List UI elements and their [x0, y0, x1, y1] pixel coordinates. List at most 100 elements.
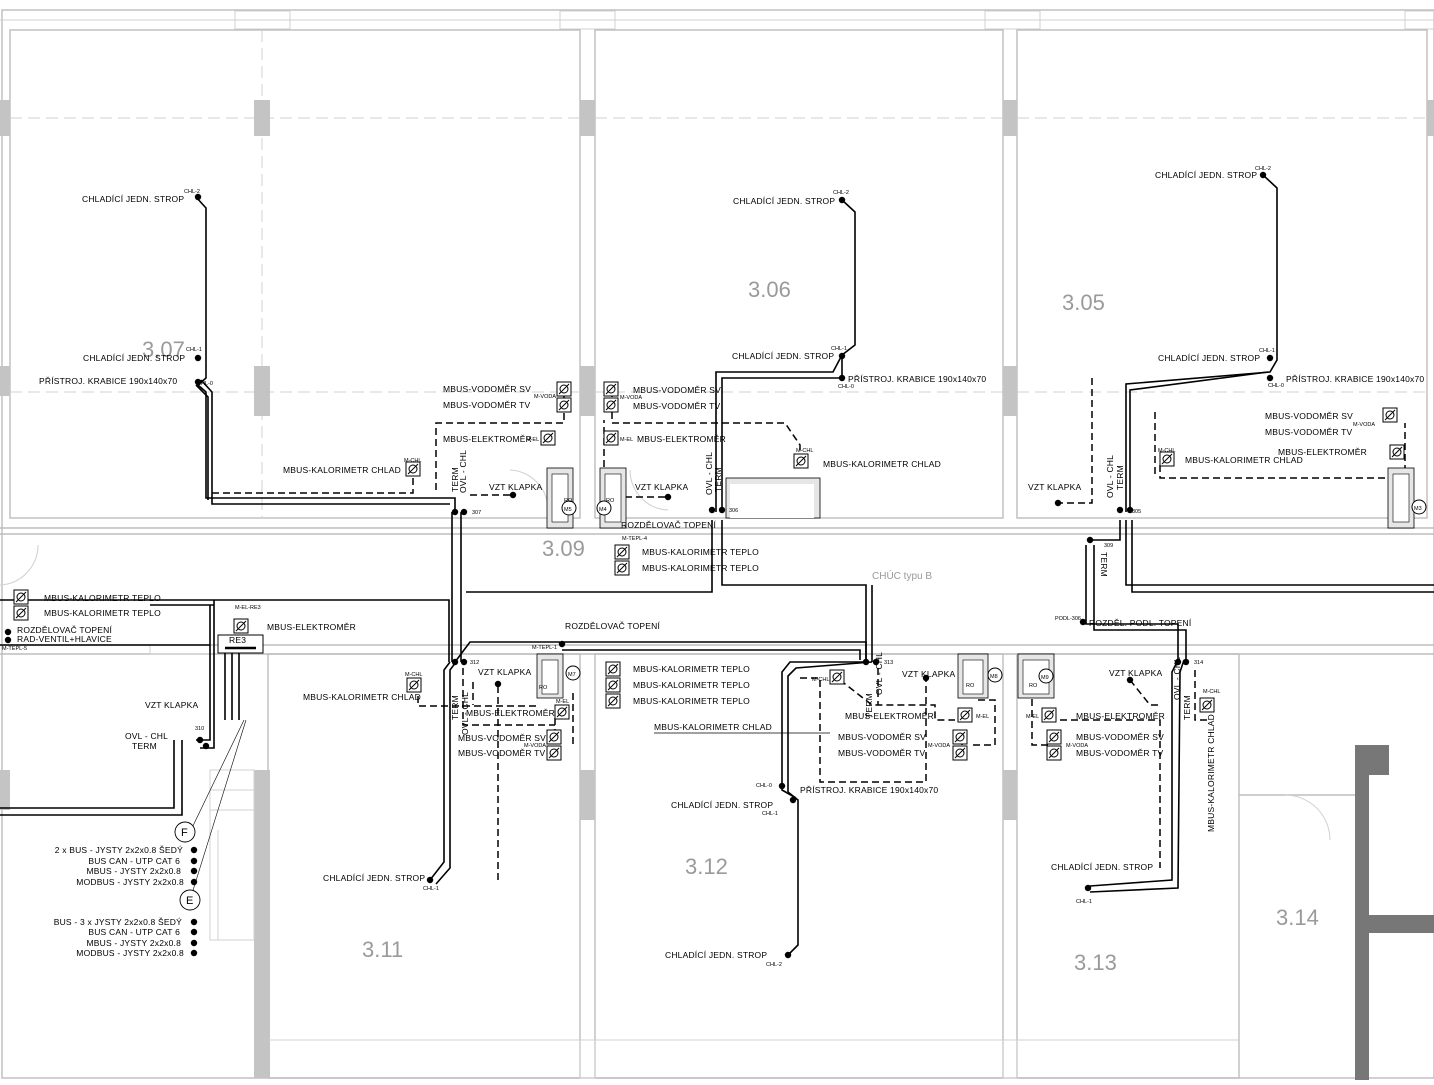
meter-m4: M4	[599, 507, 607, 513]
label-rad-valve: RAD-VENTIL+HLAVICE	[17, 634, 112, 644]
tag-podl306: PODL-306	[1055, 616, 1081, 622]
label-junction-box: PŘÍSTROJ. KRABICE 190x140x70	[800, 785, 938, 795]
meter-box-307	[405, 381, 572, 477]
label-term: TERM	[132, 741, 157, 751]
devices: M5 M4 M3 M7 M8 M9	[4, 171, 1427, 959]
label-ovl-chl: OVL - CHL	[458, 450, 468, 493]
node-313: 313	[884, 660, 893, 666]
label-junction-box: PŘÍSTROJ. KRABICE 190x140x70	[848, 374, 986, 384]
meter-m5: M5	[564, 507, 572, 513]
label-cal-cool: MBUS-KALORIMETR CHLAD	[283, 465, 401, 475]
tag-chl1: CHL-1	[1259, 348, 1275, 354]
tag-mvoda: M-VODA	[928, 743, 950, 749]
label-water-cold: MBUS-VODOMĚR SV	[458, 733, 546, 743]
room-3-11: 3.11	[362, 937, 403, 962]
label-cool-ceiling: CHLADÍCÍ JEDN. STROP	[323, 873, 425, 883]
tag-melre3: M-EL-RE3	[235, 605, 261, 611]
label-vzt: VZT KLAPKA	[489, 482, 542, 492]
tag-mvoda: M-VODA	[1066, 743, 1088, 749]
corridor-label: CHÚC typu B	[872, 569, 932, 582]
label-cool-ceiling: CHLADÍCÍ JEDN. STROP	[732, 351, 834, 361]
meter-box-305	[1159, 407, 1405, 467]
label-cool-ceiling: CHLADÍCÍ JEDN. STROP	[1051, 862, 1153, 872]
label-cal-heat: MBUS-KALORIMETR TEPLO	[44, 608, 161, 618]
room-3-13: 3.13	[1074, 950, 1117, 975]
label-cal-cool: MBUS-KALORIMETR CHLAD	[654, 722, 772, 732]
label-cal-heat: MBUS-KALORIMETR TEPLO	[642, 563, 759, 573]
tag-mchl: M-CHL	[1203, 689, 1220, 695]
label-cal-heat: MBUS-KALORIMETR TEPLO	[633, 696, 750, 706]
label-ovl-chl: OVL - CHL	[460, 692, 470, 735]
label-heat-distrib: ROZDĚLOVAČ TOPENÍ	[621, 520, 716, 530]
label-cool-ceiling: CHLADÍCÍ JEDN. STROP	[665, 950, 767, 960]
room-3-09: 3.09	[542, 536, 585, 561]
tag-mchl: M-CHL	[404, 458, 421, 464]
node-314: 314	[1194, 660, 1203, 666]
label-ovl-chl: OVL - CHL	[1172, 657, 1182, 700]
labels: CHLADÍCÍ JEDN. STROP CHLADÍCÍ JEDN. STRO…	[2, 166, 1424, 968]
label-cool-ceiling: CHLADÍCÍ JEDN. STROP	[671, 800, 773, 810]
label-electricity: MBUS-ELEKTROMĚR	[443, 434, 532, 444]
label-ro: RO	[539, 685, 548, 691]
room-3-14: 3.14	[1276, 905, 1319, 930]
label-vzt: VZT KLAPKA	[478, 667, 531, 677]
legend-e-line: MODBUS - JYSTY 2x2x0.8	[76, 948, 184, 958]
label-ovl-chl: OVL - CHL	[125, 731, 168, 741]
label-vzt: VZT KLAPKA	[145, 700, 198, 710]
label-cool-ceiling: CHLADÍCÍ JEDN. STROP	[83, 353, 185, 363]
label-cal-cool: MBUS-KALORIMETR CHLAD	[1206, 714, 1216, 832]
label-cal-cool: MBUS-KALORIMETR CHLAD	[1185, 455, 1303, 465]
label-ro: RO	[1029, 683, 1038, 689]
label-water-cold: MBUS-VODOMĚR SV	[1265, 411, 1353, 421]
tag-mvoda: M-VODA	[1353, 422, 1375, 428]
tag-chl0: CHL-0	[197, 381, 213, 387]
label-vzt: VZT KLAPKA	[1028, 482, 1081, 492]
label-floor-distrib: ROZDĚL. PODL. TOPENÍ	[1089, 618, 1192, 628]
meter-m3: M3	[1414, 506, 1422, 512]
label-ovl-chl: OVL - CHL	[704, 452, 714, 495]
tag-mel: M-EL	[620, 437, 633, 443]
room-numbers: 3.07 3.06 3.05 3.09 3.11 3.12 3.13 3.14 …	[142, 277, 1319, 975]
label-electricity: MBUS-ELEKTROMĚR	[466, 708, 555, 718]
legend-e-line: MBUS - JYSTY 2x2x0.8	[86, 938, 181, 948]
label-heat-distrib: ROZDĚLOVAČ TOPENÍ	[17, 625, 112, 635]
label-water-hot: MBUS-VODOMĚR TV	[458, 748, 546, 758]
legend-f-line: 2 x BUS - JYSTY 2x2x0.8 ŠEDÝ	[55, 845, 183, 855]
room-3-06: 3.06	[748, 277, 791, 302]
label-heat-distrib: ROZDĚLOVAČ TOPENÍ	[565, 621, 660, 631]
tag-chl1: CHL-1	[186, 347, 202, 353]
label-water-hot: MBUS-VODOMĚR TV	[633, 401, 721, 411]
room-3-05: 3.05	[1062, 290, 1105, 315]
label-term: TERM	[1099, 552, 1109, 577]
legend-f-line: BUS CAN - UTP CAT 6	[88, 856, 180, 866]
tag-chl0: CHL-0	[756, 783, 772, 789]
meter-m9: M9	[1041, 675, 1049, 681]
tag-mchl: M-CHL	[812, 677, 829, 683]
node-309: 309	[1104, 543, 1113, 549]
label-re3: RE3	[229, 635, 246, 645]
node-306: 306	[729, 508, 738, 514]
legend-e-marker: E	[186, 895, 194, 907]
legend-e-line: BUS CAN - UTP CAT 6	[88, 927, 180, 937]
label-water-cold: MBUS-VODOMĚR SV	[1076, 732, 1164, 742]
label-vzt: VZT KLAPKA	[635, 482, 688, 492]
label-term: TERM	[1182, 695, 1192, 720]
label-ovl-chl: OVL - CHL	[1105, 455, 1115, 498]
tag-mvoda: M-VODA	[620, 395, 642, 401]
label-junction-box: PŘÍSTROJ. KRABICE 190x140x70	[1286, 374, 1424, 384]
label-water-hot: MBUS-VODOMĚR TV	[1076, 748, 1164, 758]
tag-chl1: CHL-1	[762, 811, 778, 817]
room-3-07: 3.07	[142, 337, 185, 362]
label-cool-ceiling: CHLADÍCÍ JEDN. STROP	[1158, 353, 1260, 363]
tag-mtepl4: M-TEPL-4	[622, 536, 647, 542]
tag-chl0: CHL-0	[838, 384, 854, 390]
tag-mchl: M-CHL	[1158, 448, 1175, 454]
label-electricity: MBUS-ELEKTROMĚR	[267, 622, 356, 632]
legend-f-marker: F	[181, 827, 188, 839]
label-cal-cool: MBUS-KALORIMETR CHLAD	[823, 459, 941, 469]
label-cal-cool: MBUS-KALORIMETR CHLAD	[303, 692, 421, 702]
label-electricity: MBUS-ELEKTROMĚR	[1076, 711, 1165, 721]
tag-chl2: CHL-2	[1255, 166, 1271, 172]
